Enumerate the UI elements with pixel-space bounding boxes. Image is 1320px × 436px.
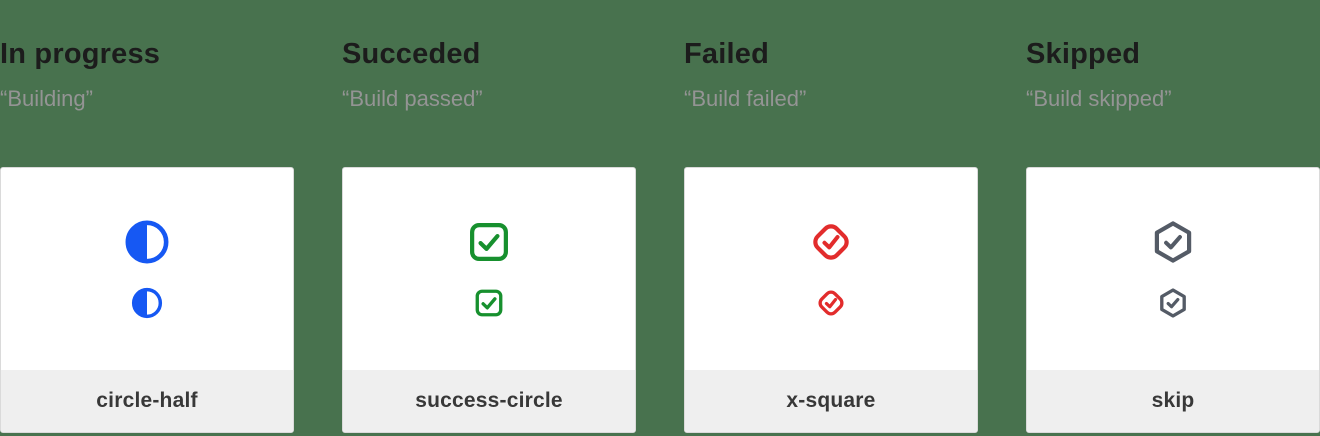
check-diamond-icon-small	[815, 287, 847, 319]
status-column-skipped: Skipped “Build skipped” skip	[1026, 36, 1320, 433]
status-column-in-progress: In progress “Building” circle-half	[0, 36, 294, 433]
column-title: Succeded	[342, 38, 481, 70]
icon-name-label: skip	[1027, 370, 1319, 432]
icon-card: skip	[1026, 167, 1320, 433]
check-hexagon-icon-small	[1157, 287, 1189, 319]
icon-name-label: x-square	[685, 370, 977, 432]
column-status-quote: “Build passed”	[342, 86, 483, 111]
icon-preview-area	[1, 168, 293, 370]
column-title: Failed	[684, 38, 769, 70]
icon-preview-area	[1027, 168, 1319, 370]
check-square-icon-small	[473, 287, 505, 319]
icon-card: x-square	[684, 167, 978, 433]
icon-name-label: success-circle	[343, 370, 635, 432]
icon-name-label: circle-half	[1, 370, 293, 432]
check-square-icon	[466, 219, 512, 265]
status-column-failed: Failed “Build failed” x-square	[684, 36, 978, 433]
circle-half-icon-small	[131, 287, 163, 319]
icon-preview-area	[685, 168, 977, 370]
icon-card: circle-half	[0, 167, 294, 433]
column-title: In progress	[0, 38, 161, 70]
check-diamond-icon	[808, 219, 854, 265]
status-column-succeeded: Succeded “Build passed” success-circle	[342, 36, 636, 433]
circle-half-icon	[124, 219, 170, 265]
column-title: Skipped	[1026, 38, 1141, 70]
check-hexagon-icon	[1150, 219, 1196, 265]
column-status-quote: “Building”	[0, 86, 93, 111]
icon-card: success-circle	[342, 167, 636, 433]
column-status-quote: “Build skipped”	[1026, 86, 1172, 111]
column-status-quote: “Build failed”	[684, 86, 807, 111]
icon-preview-area	[343, 168, 635, 370]
